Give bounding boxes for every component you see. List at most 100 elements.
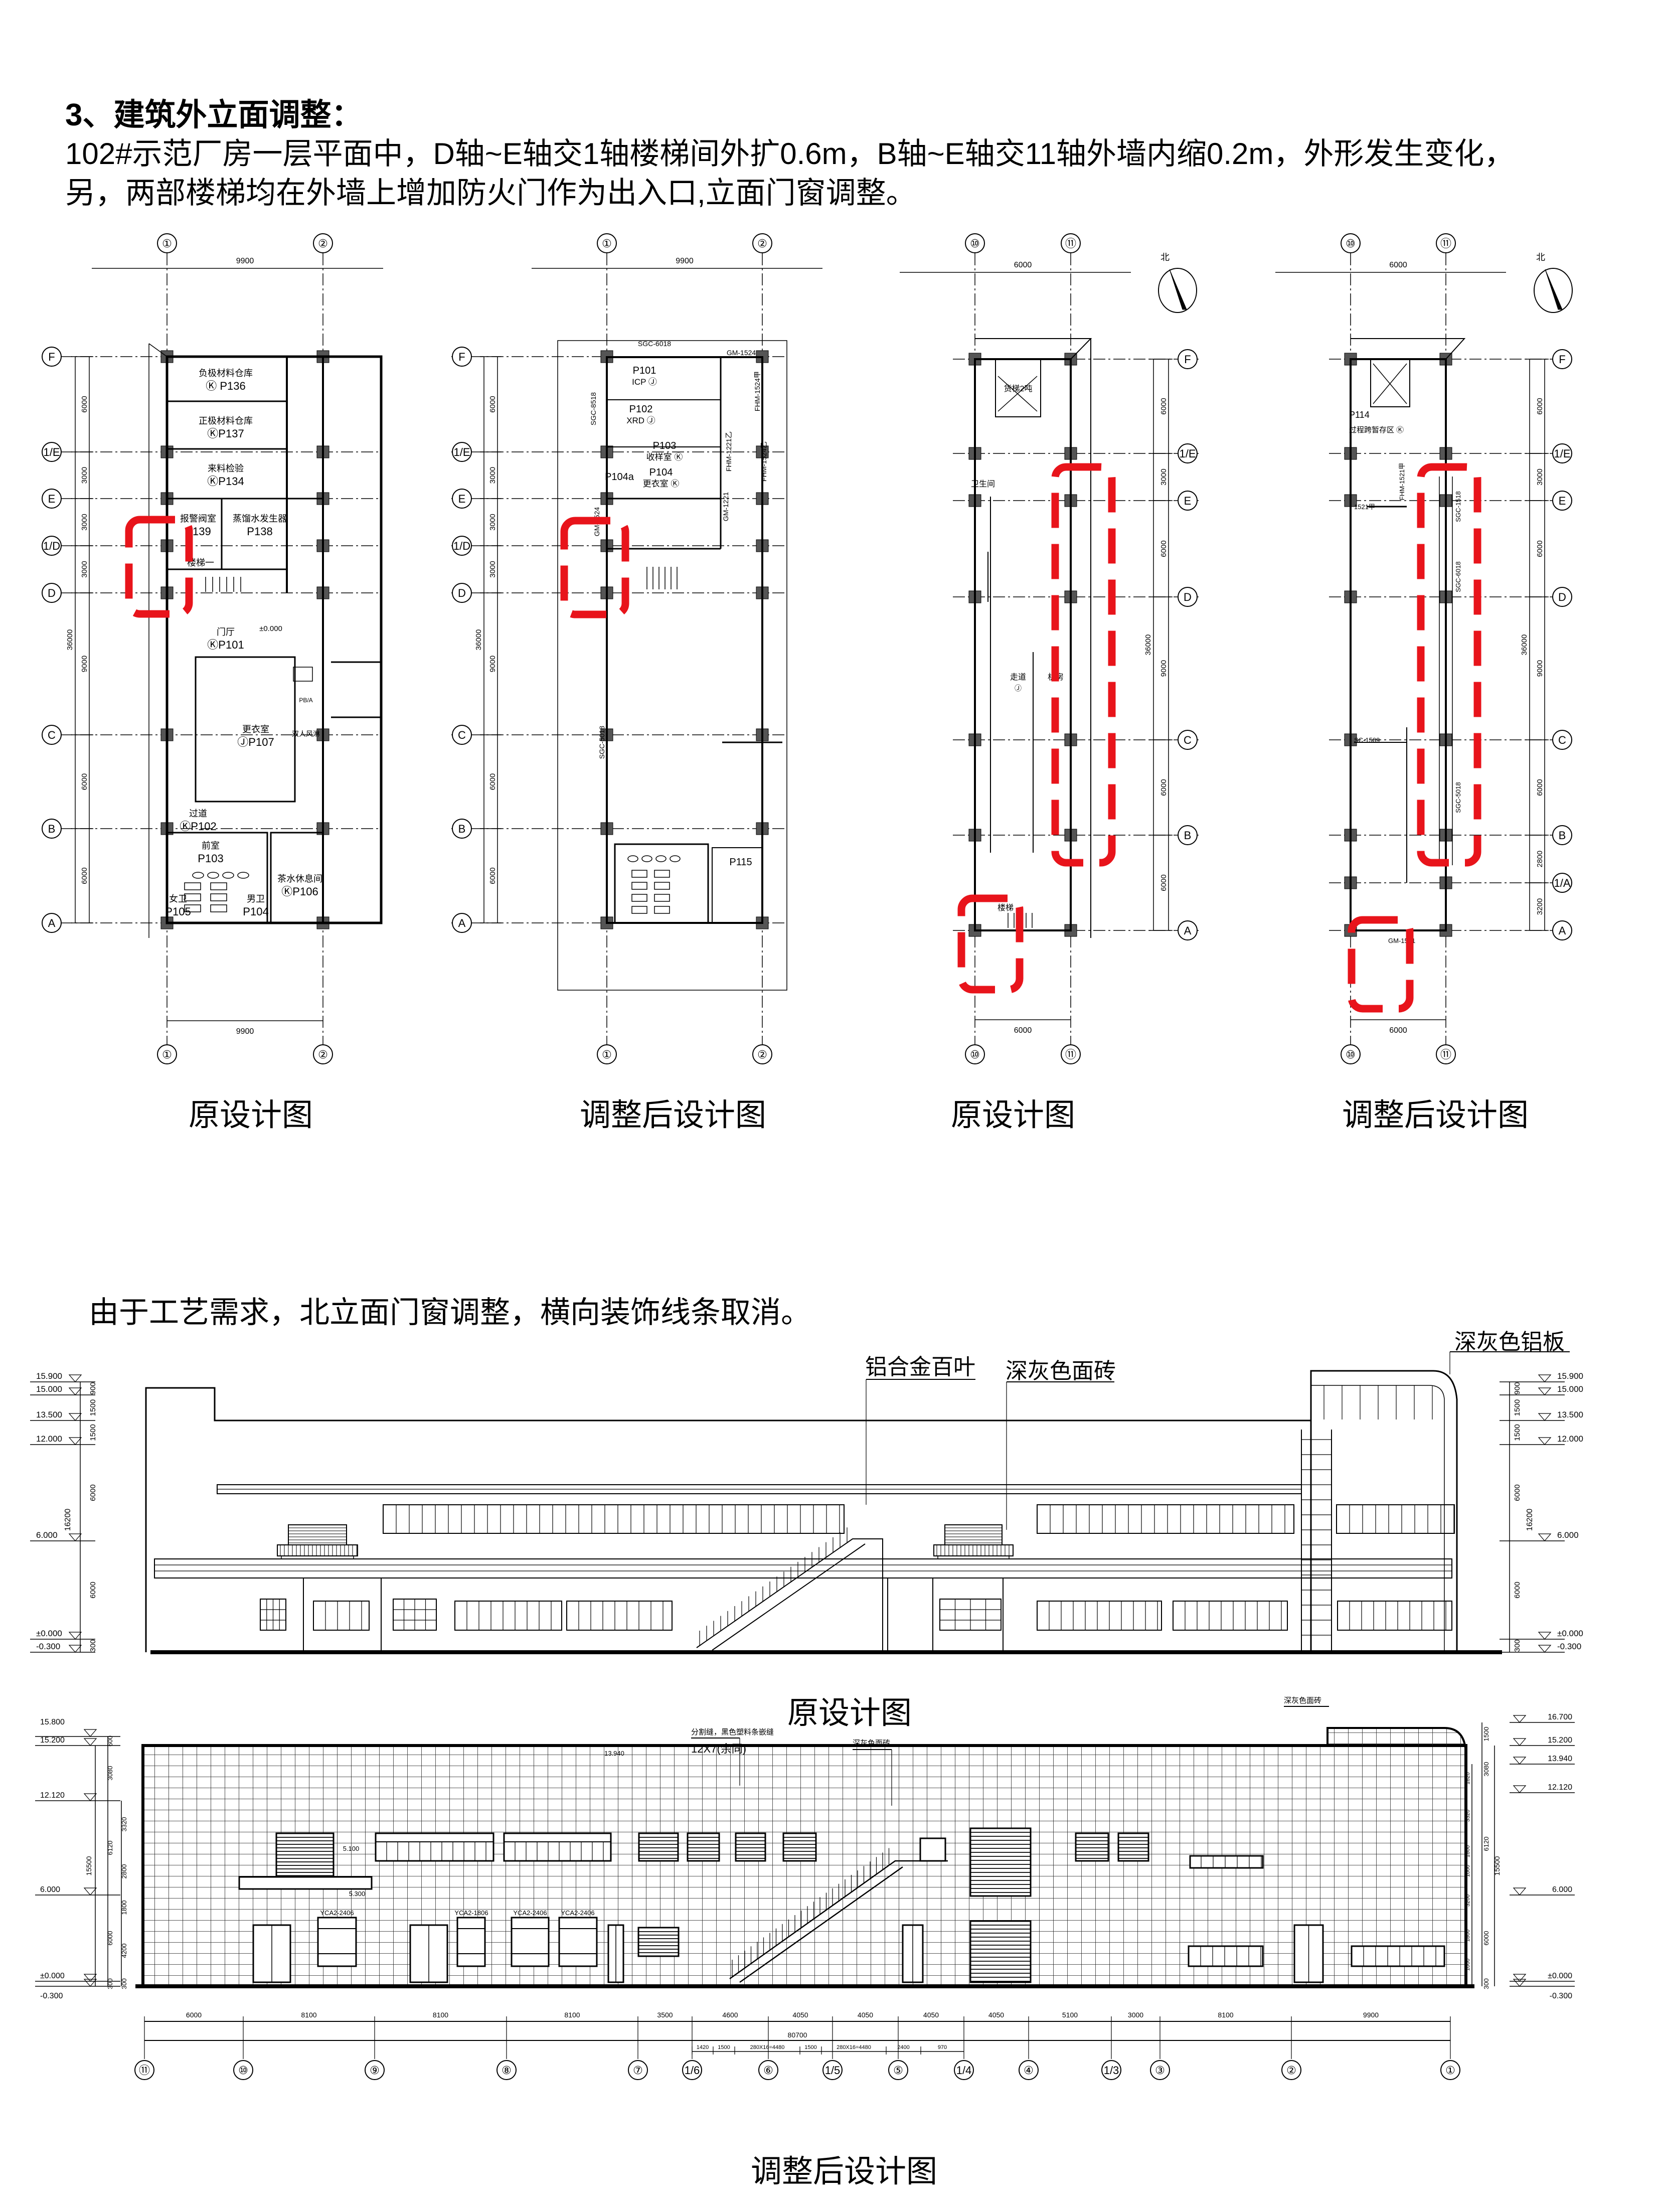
level-label: -0.300 <box>40 1992 63 2000</box>
dimension-text: 1500 <box>718 2044 730 2050</box>
row-axis-label: A <box>1184 924 1192 937</box>
dimension-text: 300 <box>1513 1639 1522 1652</box>
highlight-box <box>560 517 629 618</box>
window-tag: YCA2-2406 <box>561 1909 594 1917</box>
waste-room-wall <box>712 847 763 923</box>
roller-shutter <box>969 1920 1032 1983</box>
column-axis-label: ⑩ <box>970 1048 980 1061</box>
level-label: 12.000 <box>1557 1434 1583 1444</box>
dimension-text: 3200 <box>1536 898 1544 915</box>
column-axis-label-bubble <box>752 233 772 253</box>
tower-parapet <box>1326 1727 1467 1756</box>
louvre-window <box>969 1827 1032 1897</box>
row-axis-label: E <box>1559 495 1566 507</box>
dimension-text: 6000 <box>1482 1931 1490 1946</box>
level-label: 15.800 <box>40 1718 65 1726</box>
room-name: P115 <box>729 857 752 868</box>
door-window-tag: SGC-1518 <box>1454 491 1462 522</box>
row-axis-label: 1/E <box>1554 447 1570 460</box>
dimension-text: 6000 <box>1389 1026 1407 1035</box>
door-window-tag: SGC-6018 <box>638 340 671 348</box>
column-axis-label-bubble <box>1436 1044 1456 1064</box>
building-outline <box>1311 1385 1445 1652</box>
dimension-text: 6000 <box>1159 398 1168 414</box>
row-axis-label-bubble <box>1178 920 1198 940</box>
level-marker-icon <box>83 1974 97 1982</box>
north-label: 北 <box>1536 252 1545 262</box>
row-axis-label: B <box>458 823 466 835</box>
row-axis-label: B <box>48 823 56 835</box>
level-marker-icon <box>1538 1632 1552 1640</box>
dimension-text: 6000 <box>80 396 89 412</box>
room-code: 更衣室 Ⓚ <box>643 479 680 489</box>
row-axis-label-bubble <box>452 819 472 839</box>
caption-elevation-adjusted: 调整后设计图 <box>750 2154 938 2189</box>
toilet-icon <box>184 882 201 890</box>
level-label: 15.000 <box>1557 1384 1583 1394</box>
elevation-axis-label-bubble <box>888 2060 908 2080</box>
column-axis-label: ⑩ <box>1346 237 1356 250</box>
dimension-text: 3500 <box>657 2011 673 2019</box>
dimension-text: 3000 <box>488 514 497 530</box>
room-name: P103 <box>653 440 677 451</box>
level-marker-icon <box>83 1738 97 1746</box>
column-axis-label-bubble <box>1341 233 1361 253</box>
row-axis-label-bubble <box>1552 349 1572 369</box>
room-code: ⒿP107 <box>237 736 274 748</box>
dimension-text: 9000 <box>488 656 497 672</box>
band-window <box>1351 1945 1445 1967</box>
toilet-icon <box>627 855 638 862</box>
level-label: 12.000 <box>36 1434 62 1444</box>
dimension-text: 1500 <box>89 1399 97 1416</box>
dimension-text: 3000 <box>80 467 89 484</box>
dimension-total: 15500 <box>1493 1856 1501 1875</box>
column-axis-label: ⑪ <box>1065 1048 1076 1061</box>
row-axis-label-bubble <box>1552 443 1572 463</box>
level-label: 6.000 <box>36 1530 58 1540</box>
level-label: -0.300 <box>1557 1642 1581 1651</box>
dimension-text: 3000 <box>80 514 89 530</box>
row-axis-label: D <box>1184 591 1192 603</box>
louvre-window <box>687 1832 720 1862</box>
window-tag: YCA2-2406 <box>513 1909 547 1917</box>
row-axis-label: C <box>1558 734 1566 746</box>
column-axis-label: ② <box>757 1048 767 1061</box>
dimension-text: 6000 <box>1159 874 1168 891</box>
row-axis-label-bubble <box>1178 491 1198 511</box>
material-label: 分割缝，黑色塑料条嵌缝 <box>691 1728 774 1736</box>
dimension-text: 3080 <box>106 1766 114 1781</box>
level-label: ±0.000 <box>40 1972 65 1980</box>
door-window-tag: SGC-8518 <box>589 392 597 425</box>
room-code: ⓀP102 <box>180 820 216 833</box>
row-axis-label: F <box>1559 353 1565 366</box>
level-marker-icon <box>68 1387 82 1395</box>
dimension-text: 6000 <box>488 396 497 412</box>
window-band <box>1337 1601 1452 1631</box>
caption-plan-original-2: 原设计图 <box>950 1098 1076 1133</box>
highlight-box <box>957 894 1024 994</box>
dimension-text: 300 <box>106 1978 114 1989</box>
row-axis-label: F <box>48 351 55 363</box>
level-label: 15.900 <box>1557 1371 1583 1381</box>
window-band <box>454 1601 562 1631</box>
row-axis-label: A <box>48 917 56 929</box>
highlight-box <box>1417 463 1481 867</box>
window-tag: YCA2-1806 <box>454 1909 488 1917</box>
building-outline <box>145 1387 1311 1652</box>
level-marker-icon <box>1538 1387 1552 1395</box>
level-marker-icon <box>1513 1738 1527 1746</box>
dimension-text: 4050 <box>988 2011 1004 2019</box>
elevation-axis-label: ⑧ <box>502 2064 512 2077</box>
column-axis-label: ① <box>602 237 612 250</box>
louvre-band <box>1037 1504 1294 1534</box>
column-axis-label-bubble <box>157 1044 177 1064</box>
elevation-axis-label: ④ <box>1024 2064 1034 2077</box>
description-line-2: 另，两部楼梯均在外墙上增加防火门作为出入口,立面门窗调整。 <box>65 176 916 210</box>
door-window-tag: FHM-1524甲 <box>753 371 761 411</box>
exterior-wall <box>165 355 383 924</box>
row-axis-label-bubble <box>1552 730 1572 750</box>
level-label: 13.500 <box>1557 1410 1583 1419</box>
level-marker-icon <box>1538 1533 1552 1541</box>
room-code: P103 <box>198 852 223 865</box>
window-band <box>566 1601 673 1631</box>
